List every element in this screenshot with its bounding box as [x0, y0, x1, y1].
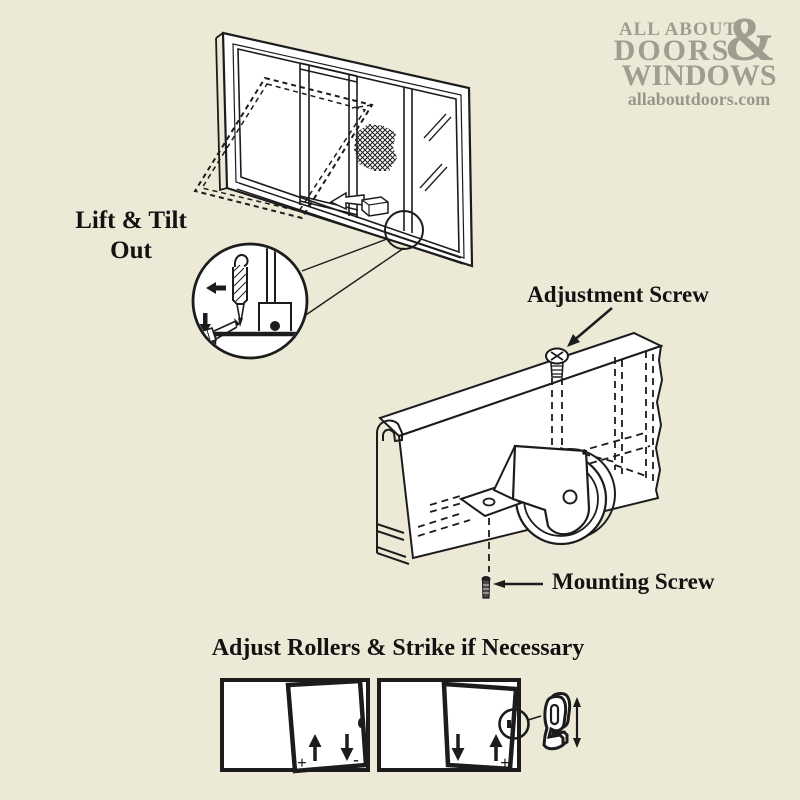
inset-roller-housing	[258, 302, 292, 331]
inset-roller-wheel	[270, 321, 280, 331]
adjustment-screw	[545, 347, 569, 378]
lift-tilt-label: Lift & Tilt Out	[41, 206, 221, 265]
window-outer-frame	[221, 31, 474, 268]
roller-assembly-diagram	[376, 307, 664, 599]
rail-end-profile-part	[376, 419, 403, 443]
tilt-latch-tip	[238, 318, 243, 327]
adjust-right-panel: - +	[377, 678, 521, 772]
logo-website: allaboutdoors.com	[627, 89, 771, 109]
hidden-structure-dashes-part	[417, 512, 471, 537]
bottom-heading: Adjust Rollers & Strike if Necessary	[211, 635, 585, 661]
left-panel-latch	[358, 718, 364, 728]
adjustment-screw-arrow	[567, 307, 613, 347]
sash-handle-block-edges	[361, 199, 389, 216]
mounting-screw	[481, 576, 491, 599]
right-panel-sash	[441, 681, 519, 772]
right-up-arrow-icon	[489, 734, 503, 761]
window-frame-depth-edge	[215, 32, 228, 192]
window-inner-opening	[237, 47, 460, 254]
hidden-structure-dashes-part	[551, 378, 563, 452]
axle-hub	[562, 489, 578, 505]
left-up-arrow-icon-part	[308, 734, 322, 747]
roller-bracket	[511, 444, 591, 536]
strike-double-arrow-icon-part	[573, 697, 581, 707]
strike-double-arrow-icon	[573, 697, 581, 748]
right-up-arrow-icon-part	[489, 734, 503, 747]
glass-reflection-lines	[419, 113, 452, 192]
strike-plate-detail	[498, 692, 581, 751]
bracket-rivet	[582, 451, 586, 455]
rail-end-profile	[376, 419, 410, 565]
left-down-arrow-icon-part	[340, 748, 354, 761]
right-minus-sign: -	[445, 750, 451, 769]
inset-sash-stile	[266, 247, 276, 303]
right-down-arrow-icon-part	[451, 748, 465, 761]
strike-leader-line	[527, 715, 542, 721]
hidden-structure-dashes-part	[429, 495, 463, 513]
tilt-latch-hook	[233, 254, 249, 268]
hidden-structure-dashes-part	[614, 357, 623, 474]
logo-ampersand: &	[724, 6, 776, 74]
sash-top-rail	[299, 62, 358, 83]
left-up-arrow-icon	[308, 734, 322, 761]
logo-line-doors: DOORS	[613, 34, 731, 67]
adjust-left-panel: + -	[220, 678, 370, 774]
hidden-structure-dashes-part	[645, 351, 654, 486]
magnifier-leader-lines	[296, 238, 405, 322]
tilted-panel-ghost-part	[193, 76, 374, 220]
logo-line-windows: WINDOWS	[621, 59, 777, 92]
strike-plate	[542, 692, 572, 751]
lift-tilt-inset	[191, 242, 309, 360]
sash-bottom-rail	[299, 195, 359, 216]
adjustment-screw-part	[551, 365, 563, 375]
mounting-screw-part	[483, 584, 489, 594]
window-frame-profile	[232, 43, 465, 259]
pry-tool-tip	[234, 318, 240, 327]
lift-tilt-line2: Out	[110, 236, 152, 264]
adjustment-screw-label: Adjustment Screw	[527, 282, 709, 307]
mounting-plate-hole	[482, 497, 496, 507]
left-minus-sign: -	[353, 750, 359, 769]
mounting-screw-arrow-part	[493, 580, 505, 588]
sash-handle-block	[361, 196, 389, 217]
right-plus-sign: +	[500, 753, 510, 772]
right-divider-stile	[403, 87, 413, 233]
rail-end-profile-part	[376, 546, 410, 565]
screen-mesh-patch	[354, 124, 397, 171]
adjustment-screw-arrow-part	[571, 307, 613, 343]
left-down-arrow-icon	[340, 734, 354, 761]
strike-plate-slot	[549, 703, 560, 726]
roller-corner-highlight-circle	[384, 210, 424, 250]
adjustment-screw-arrow-part	[567, 334, 580, 347]
inset-left-arrow-icon	[206, 282, 226, 294]
mounting-screw-label: Mounting Screw	[552, 569, 715, 594]
strike-highlight-circle	[498, 708, 530, 740]
inset-circle	[191, 242, 309, 360]
strike-keeper-notch	[507, 720, 511, 728]
logo-line-all-about: ALL ABOUT	[618, 19, 738, 40]
left-plus-sign: +	[297, 753, 307, 772]
bottom-track-lines	[236, 182, 464, 265]
right-down-arrow-icon	[451, 734, 465, 761]
rail-end-profile-part	[376, 523, 405, 541]
lift-tilt-line1: Lift & Tilt	[75, 207, 187, 234]
tilted-panel-ghost-part	[200, 83, 367, 212]
strike-double-arrow-icon-part	[573, 738, 581, 748]
pry-tool-shaft	[213, 320, 238, 340]
sliding-window-illustration	[193, 31, 474, 322]
phillips-cross-icon	[550, 351, 564, 361]
tilted-panel-ghost	[193, 76, 374, 220]
tilt-latch-hatching	[232, 264, 248, 302]
hidden-structure-dashes-part	[559, 447, 647, 477]
tilted-panel-ghost-part	[351, 104, 373, 109]
mounting-screw-arrow	[493, 580, 543, 588]
